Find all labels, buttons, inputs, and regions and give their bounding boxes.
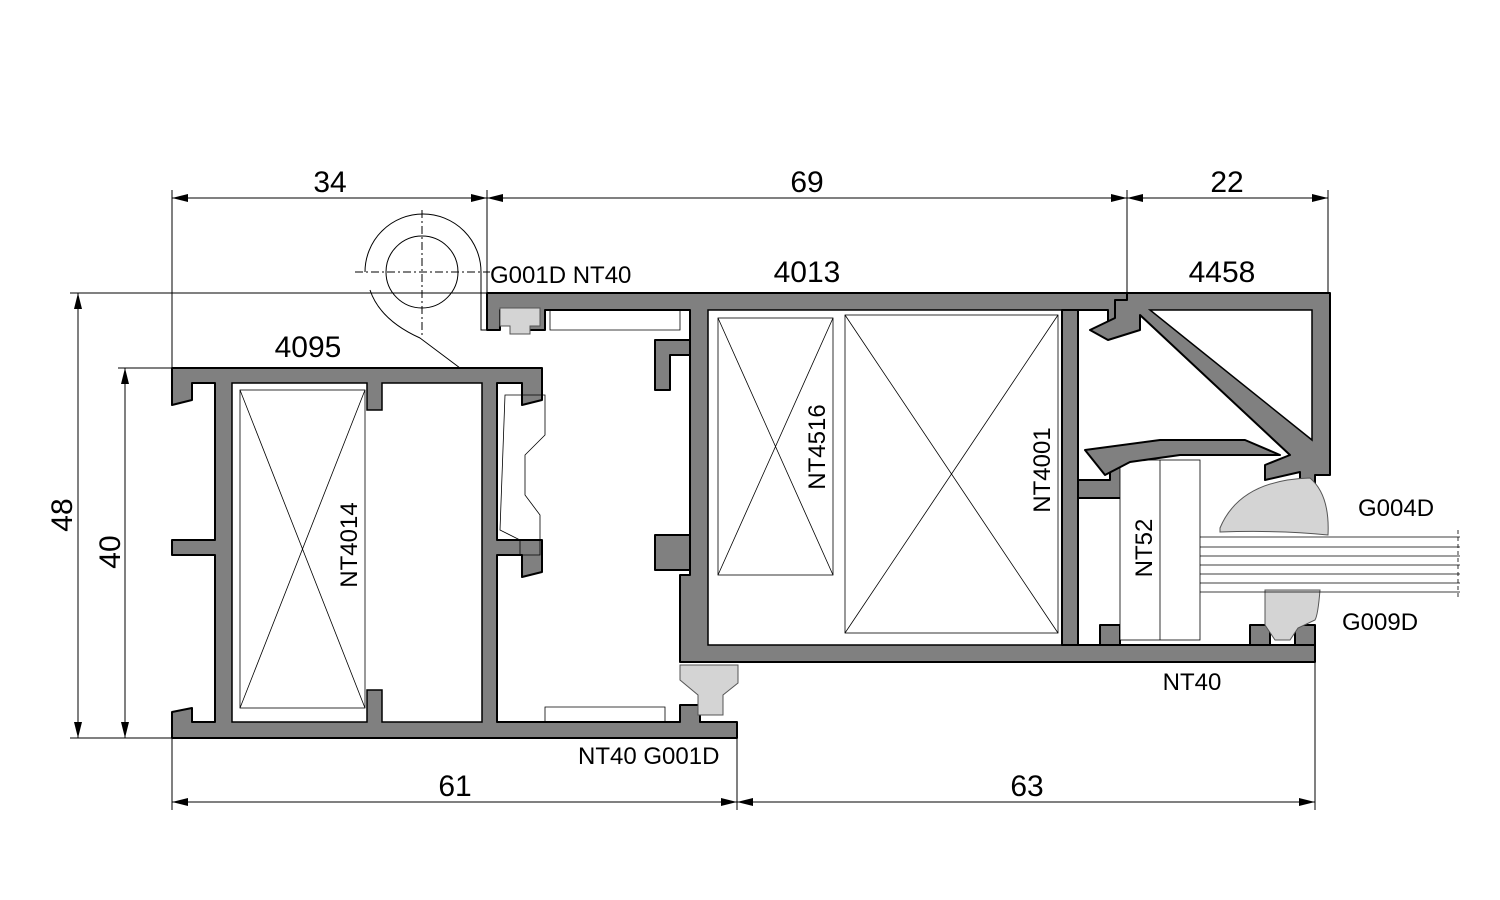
label-nt52: NT52 [1131, 519, 1158, 578]
label-nt40: NT40 [1163, 669, 1222, 696]
label-profile-4013: 4013 [774, 256, 841, 289]
hinge-symbol [355, 210, 490, 369]
glass-pane [1200, 530, 1460, 600]
label-profile-4095: 4095 [275, 331, 342, 364]
label-bottom-gasket: NT40 G001D [578, 743, 719, 770]
dimension-40: 40 [94, 535, 127, 568]
gasket-g004d [1219, 477, 1329, 536]
gasket-top-g001d [499, 307, 541, 335]
dimension-34: 34 [313, 166, 346, 199]
dimension-69: 69 [790, 166, 823, 199]
dimension-48: 48 [46, 498, 79, 531]
gasket-bottom-g001d [679, 664, 739, 716]
dimension-lines [70, 190, 1329, 810]
label-top-gasket: G001D NT40 [490, 262, 631, 289]
label-g004d: G004D [1358, 495, 1434, 522]
label-nt4014: NT4014 [336, 502, 363, 587]
gasket-g009d [1264, 589, 1321, 641]
label-nt4516: NT4516 [804, 404, 831, 489]
dimension-63: 63 [1010, 770, 1043, 803]
dimension-22: 22 [1210, 166, 1243, 199]
dimension-61: 61 [438, 770, 471, 803]
label-g009d: G009D [1342, 609, 1418, 636]
frame-profile-4095 [171, 367, 738, 739]
glazing-bead-4458 [1084, 292, 1331, 491]
label-nt4001: NT4001 [1029, 427, 1056, 512]
sash-profile-4013 [486, 292, 1316, 663]
label-profile-4458: 4458 [1189, 256, 1256, 289]
